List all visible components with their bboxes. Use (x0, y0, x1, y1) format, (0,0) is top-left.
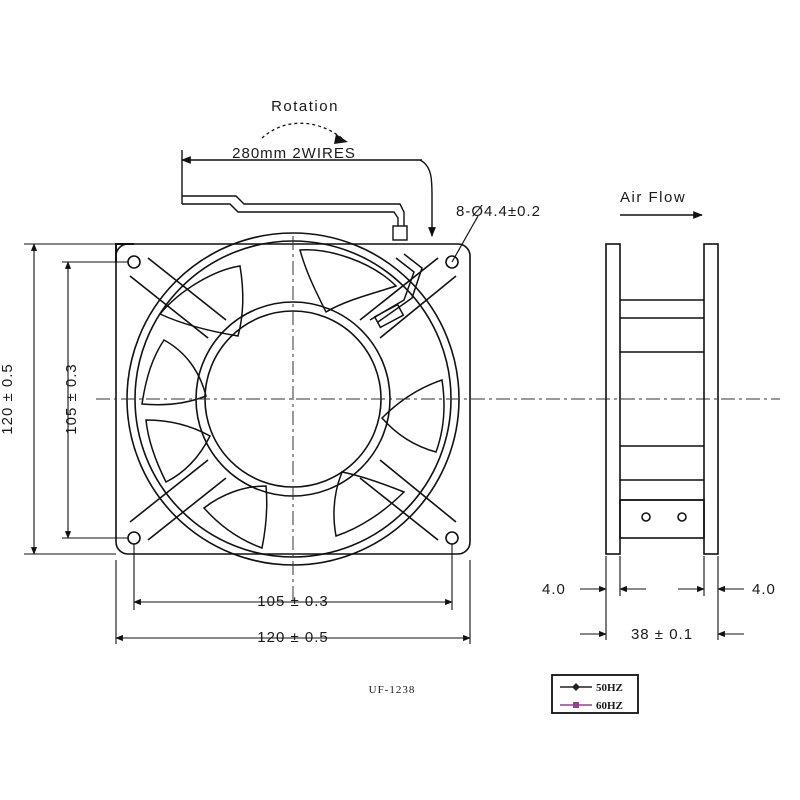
dim-depth-label: 38 ± 0.1 (631, 626, 693, 643)
mounting-hole-tl (127, 255, 141, 269)
side-terminal-block (619, 499, 705, 539)
frame-struts (129, 257, 457, 541)
model-label: UF-1238 (369, 684, 416, 696)
dim-width-inner-label: 105 ± 0.3 (257, 593, 328, 610)
dim-rim-right-label: 4.0 (752, 581, 776, 598)
side-view (605, 243, 719, 555)
legend: 50HZ 60HZ (551, 674, 639, 714)
legend-label-50hz: 50HZ (596, 682, 623, 694)
dim-height-inner-label: 105 ± 0.3 (63, 363, 80, 434)
wire-callout (181, 150, 436, 241)
legend-item-50hz: 50HZ (560, 682, 623, 694)
terminal-screw-2 (677, 512, 687, 522)
dim-rim-left-label: 4.0 (542, 581, 566, 598)
dim-width-outer-label: 120 ± 0.5 (257, 629, 328, 646)
holes-label: 8-Ø4.4±0.2 (456, 203, 541, 220)
rotation-arrow (261, 122, 345, 141)
terminal-screw-1 (641, 512, 651, 522)
legend-box (551, 674, 639, 714)
dim-height-outer-label: 120 ± 0.5 (0, 363, 16, 434)
legend-label-60hz: 60HZ (596, 700, 623, 712)
side-rim-right (703, 243, 719, 555)
legend-item-60hz: 60HZ (560, 700, 623, 712)
center-lines (96, 236, 780, 600)
mounting-hole-br (445, 531, 459, 545)
wires-label: 280mm 2WIRES (232, 145, 356, 162)
hole-leader (451, 215, 479, 263)
mounting-hole-tr (445, 255, 459, 269)
rotation-label: Rotation (271, 98, 339, 115)
dimension-lines (24, 243, 744, 644)
airflow-label: Air Flow (620, 189, 686, 206)
side-rim-left (605, 243, 621, 555)
fan-blades (141, 249, 445, 550)
wire-harness (369, 253, 423, 329)
mounting-hole-bl (127, 531, 141, 545)
rotation-arrowhead (334, 134, 348, 144)
